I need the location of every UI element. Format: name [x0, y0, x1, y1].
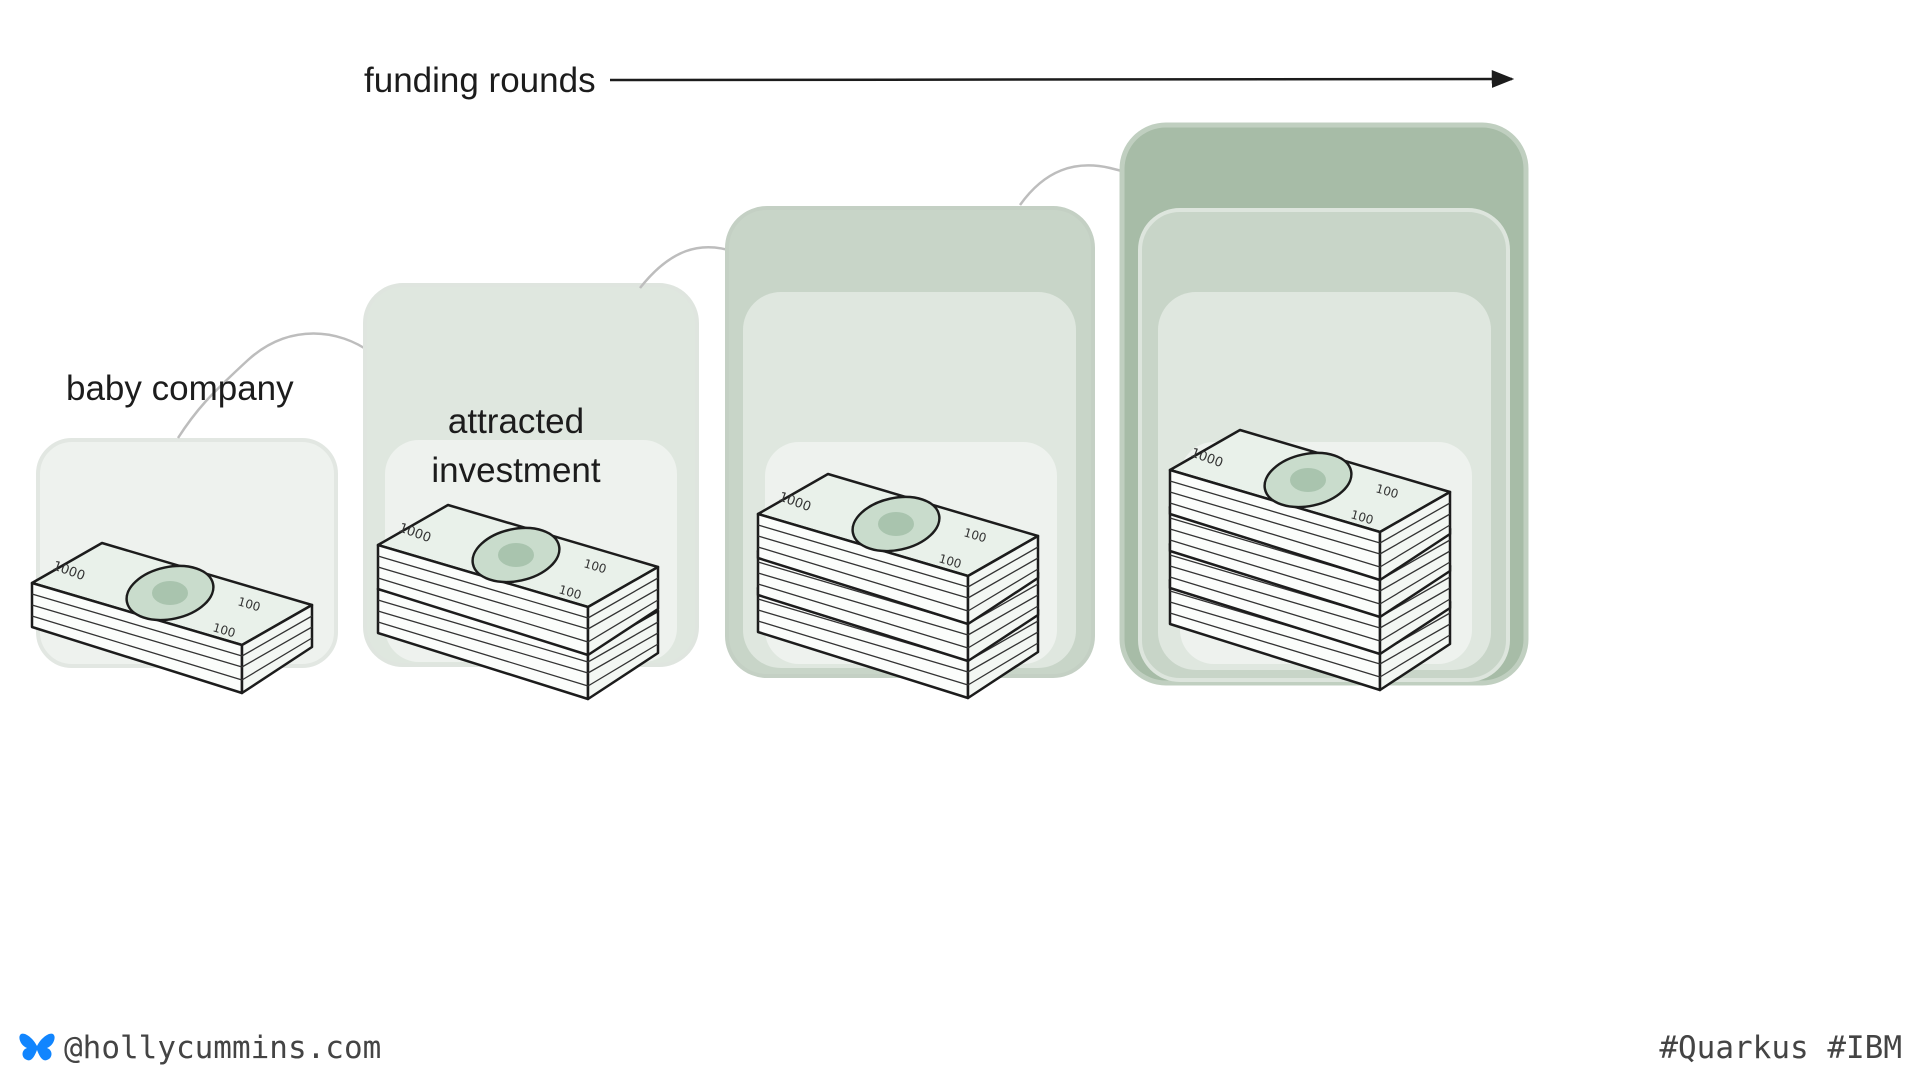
round-2	[363, 245, 795, 701]
round-4	[1119, 122, 1529, 692]
label-investment: investment	[431, 451, 601, 490]
round-3	[725, 164, 1175, 700]
axis-arrow	[609, 70, 1515, 89]
butterfly-icon	[19, 1033, 55, 1061]
label-baby-company: baby company	[66, 369, 294, 408]
handle-text: @hollycummins.com	[64, 1030, 382, 1066]
footer-handle: @hollycummins.com	[18, 1030, 381, 1066]
round-1	[30, 332, 444, 695]
axis-label: funding rounds	[364, 61, 596, 100]
label-attracted: attracted	[448, 402, 584, 441]
footer-hashtags: #Quarkus #IBM	[1659, 1030, 1902, 1066]
